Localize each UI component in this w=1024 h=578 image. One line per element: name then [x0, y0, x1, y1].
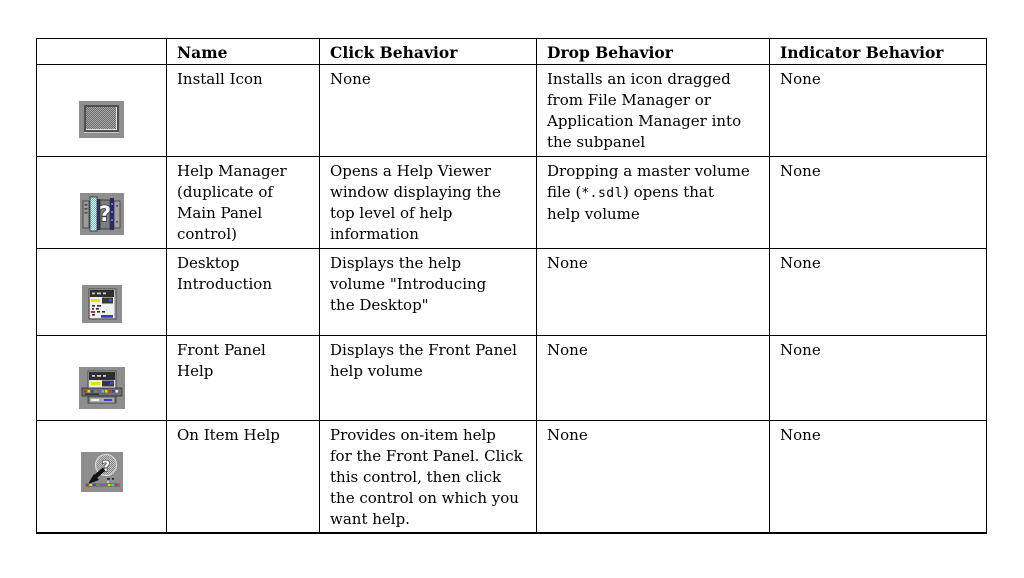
drop-text: ) opens that help volume — [547, 183, 714, 223]
drop-behavior-cell: Installs an icon dragged from File Manag… — [536, 64, 770, 157]
table-row-on-item-help: ? — [36, 420, 987, 534]
header-row: Name Click Behavior Drop Behavior Indica… — [36, 38, 987, 65]
icon-cell — [36, 248, 167, 336]
header-click-behavior: Click Behavior — [319, 38, 537, 65]
header-name: Name — [166, 38, 320, 65]
front-panel-help-icon — [78, 367, 125, 409]
click-behavior-cell: None — [319, 64, 537, 157]
name-cell: Desktop Introduction — [166, 248, 320, 336]
on-item-help-icon: ? — [80, 452, 123, 492]
header-drop-behavior: Drop Behavior — [536, 38, 770, 65]
indicator-behavior-cell: None — [769, 335, 987, 421]
click-behavior-cell: Opens a Help Viewer window displaying th… — [319, 156, 537, 249]
name-cell: Install Icon — [166, 64, 320, 157]
icon-wrap: ? — [80, 431, 123, 492]
click-behavior-cell: Displays the help volume "Introducing th… — [319, 248, 537, 336]
control-behavior-table: Name Click Behavior Drop Behavior Indica… — [36, 38, 987, 534]
name-cell: On Item Help — [166, 420, 320, 534]
table-row-help-manager: ? Help Manager (duplicate of Main Panel … — [36, 156, 987, 249]
header-indicator-behavior: Indicator Behavior — [769, 38, 987, 65]
indicator-behavior-cell: None — [769, 64, 987, 157]
indicator-behavior-cell: None — [769, 248, 987, 336]
icon-wrap: ? — [79, 172, 124, 235]
click-behavior-cell: Displays the Front Panel help volume — [319, 335, 537, 421]
header-icon-column — [36, 38, 167, 65]
desktop-introduction-icon — [81, 285, 122, 323]
drop-behavior-cell: None — [536, 248, 770, 336]
icon-wrap — [81, 264, 122, 323]
icon-wrap — [79, 80, 124, 138]
install-icon — [79, 101, 124, 138]
indicator-behavior-cell: None — [769, 420, 987, 534]
svg-text:?: ? — [98, 202, 110, 226]
svg-text:?: ? — [101, 459, 109, 475]
indicator-behavior-cell: None — [769, 156, 987, 249]
icon-cell: ? — [36, 420, 167, 534]
name-cell: Front Panel Help — [166, 335, 320, 421]
table-row-front-panel-help: Front Panel Help Displays the Front Pane… — [36, 335, 987, 421]
drop-behavior-cell: None — [536, 335, 770, 421]
drop-text: Dropping a master volume file ( — [547, 162, 750, 201]
click-behavior-cell: Provides on-item help for the Front Pane… — [319, 420, 537, 534]
table-row-install-icon: Install Icon None Installs an icon dragg… — [36, 64, 987, 157]
drop-behavior-cell: None — [536, 420, 770, 534]
name-cell: Help Manager (duplicate of Main Panel co… — [166, 156, 320, 249]
icon-cell — [36, 64, 167, 157]
icon-wrap — [78, 346, 125, 409]
table-row-desktop-introduction: Desktop Introduction Displays the help v… — [36, 248, 987, 336]
icon-cell: ? — [36, 156, 167, 249]
icon-cell — [36, 335, 167, 421]
sdl-file-extension: *.sdl — [581, 186, 623, 201]
drop-behavior-cell: Dropping a master volume file (*.sdl) op… — [536, 156, 770, 249]
help-manager-icon: ? — [79, 193, 124, 235]
